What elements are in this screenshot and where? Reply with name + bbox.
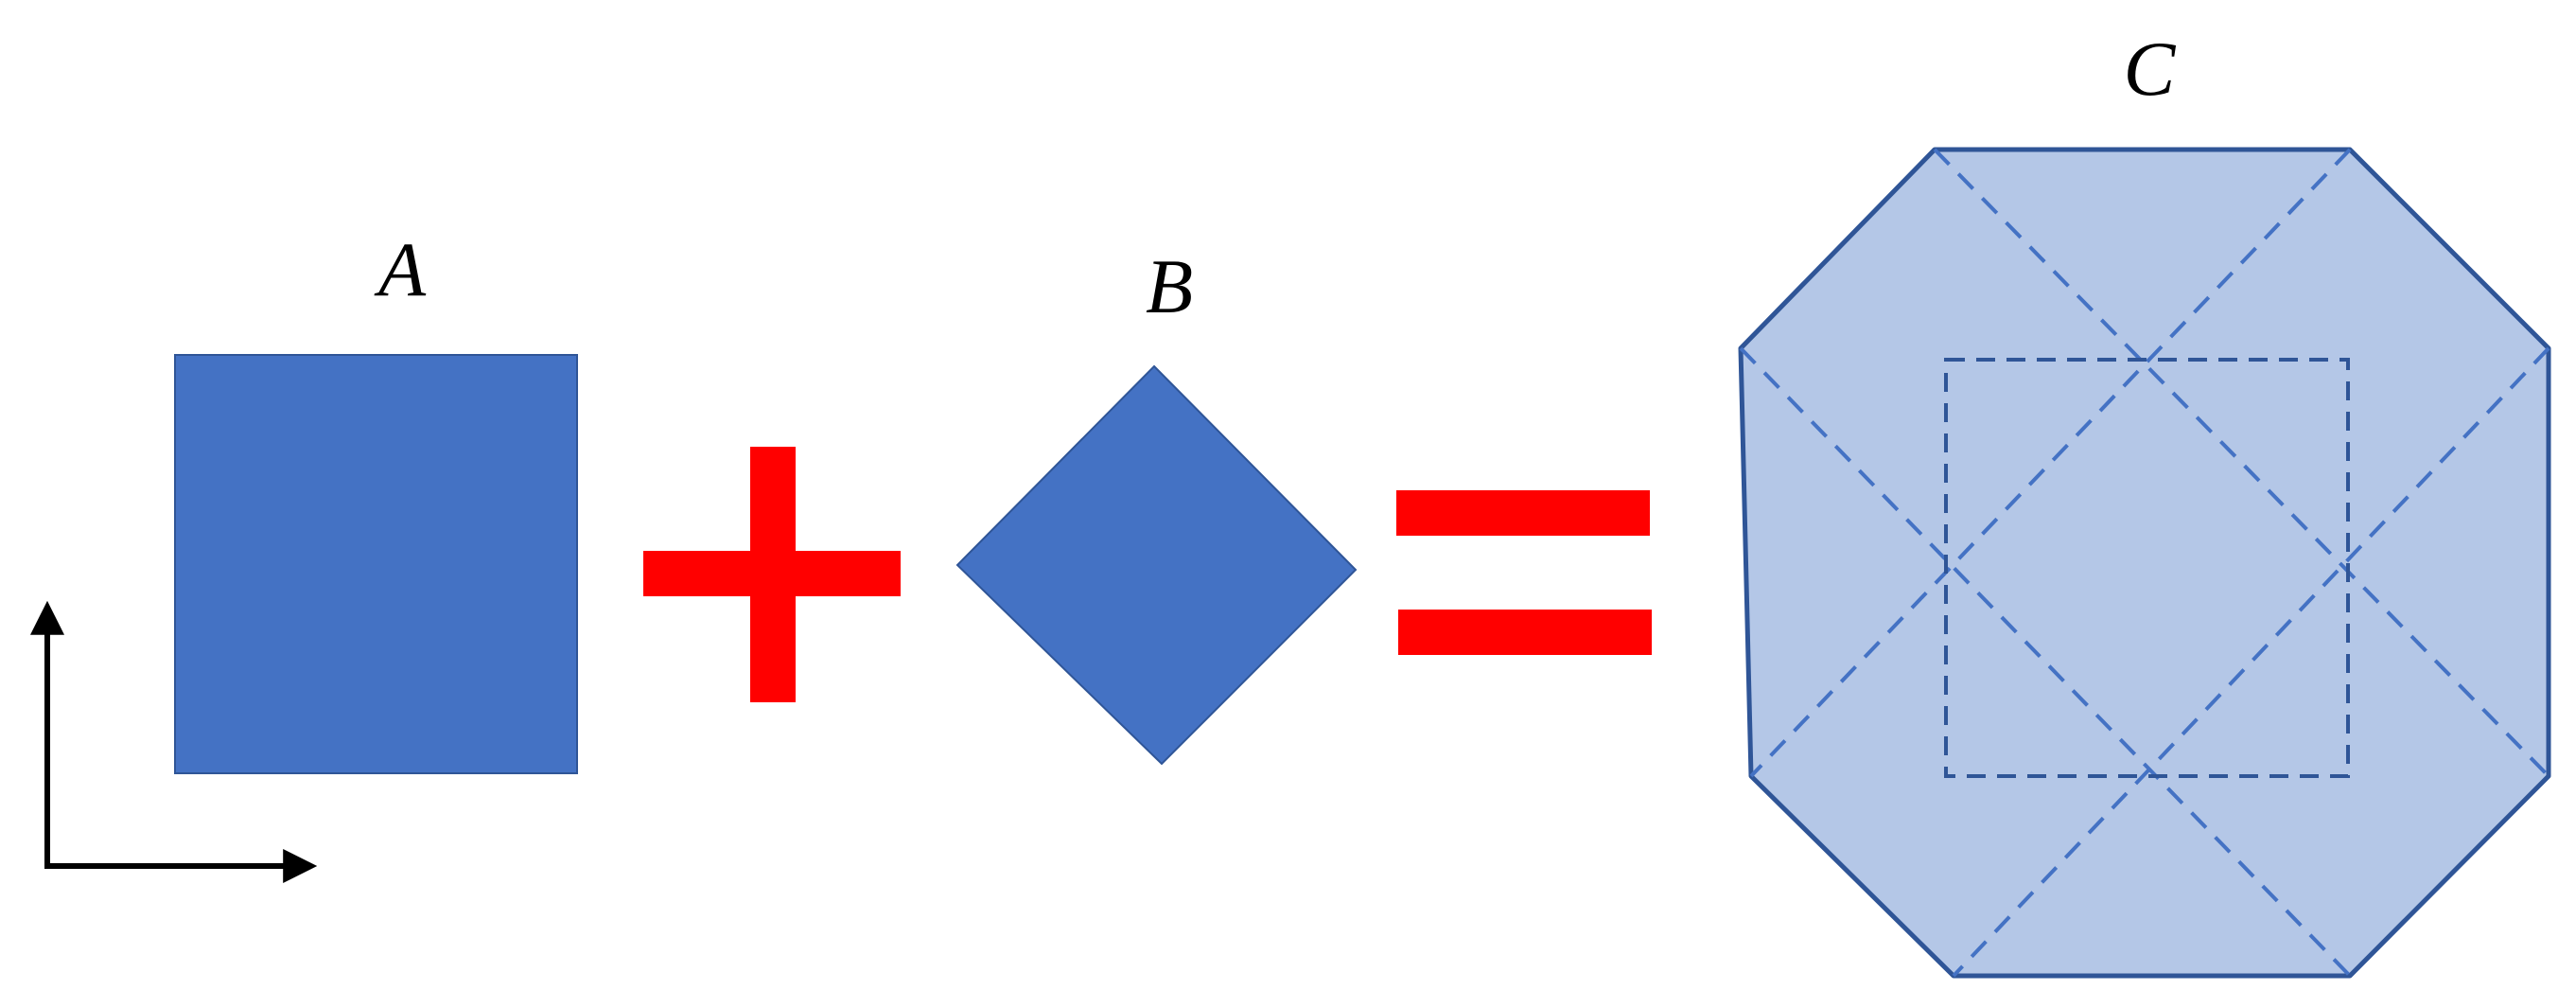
dashed-diagonal-2 [1749,148,2352,778]
plus-vertical-bar [750,447,796,702]
equals-sign [1396,490,1652,655]
diamond-b [955,364,1358,766]
equals-bottom-bar [1398,610,1652,655]
label-a: A [374,226,427,312]
dashed-diagonal-1 [1933,148,2550,778]
label-c: C [2124,26,2177,112]
plus-sign [643,447,901,702]
octagon-dashed-diagonals [1739,148,2550,978]
shape-c-group: C [1738,26,2551,979]
dashed-diagonal-3 [1739,346,2352,978]
octagon-c [1738,147,2551,979]
square-a [174,354,578,774]
shape-a-group: A [174,226,578,774]
dashed-diagonal-4 [1952,346,2550,978]
label-b: B [1146,243,1193,329]
equals-top-bar [1396,490,1650,536]
shape-b-group: B [955,243,1358,766]
dashed-inner-square [1944,358,2350,778]
coordinate-axes [30,600,318,883]
